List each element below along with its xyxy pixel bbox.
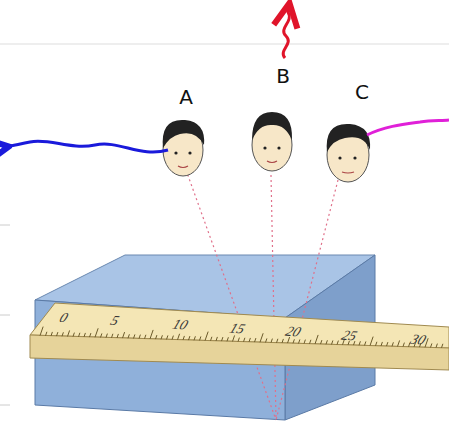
ruler-tick bbox=[84, 333, 85, 337]
ruler-tick bbox=[57, 332, 58, 336]
ruler-tick bbox=[112, 334, 113, 338]
ruler-tick bbox=[106, 334, 107, 338]
ruler-tick bbox=[189, 336, 190, 340]
ruler-tick bbox=[337, 341, 338, 345]
ruler-tick bbox=[139, 335, 140, 339]
ruler-tick bbox=[172, 336, 173, 340]
ruler-tick bbox=[194, 336, 195, 340]
ruler-tick bbox=[255, 338, 256, 342]
ruler-tick bbox=[326, 340, 327, 344]
ruler-tick bbox=[62, 332, 63, 336]
ruler-tick bbox=[46, 332, 47, 336]
ruler-tick bbox=[117, 334, 118, 338]
ruler-tick bbox=[40, 327, 43, 336]
ruler-tick bbox=[376, 342, 377, 346]
ruler-tick bbox=[387, 342, 388, 346]
ruler-tick bbox=[90, 333, 91, 337]
head-b bbox=[252, 112, 292, 171]
ruler-tick bbox=[178, 334, 180, 340]
head-c bbox=[327, 124, 370, 182]
ruler-tick bbox=[79, 333, 80, 337]
tick bbox=[0, 315, 10, 316]
ruler-tick bbox=[271, 339, 272, 343]
ruler-tick bbox=[392, 342, 393, 346]
ruler-tick bbox=[161, 335, 162, 339]
ruler-tick bbox=[310, 340, 311, 344]
ruler-tick bbox=[101, 333, 102, 337]
ruler-tick bbox=[238, 338, 239, 342]
page-rule bbox=[0, 44, 449, 45]
ruler-tick bbox=[398, 340, 400, 346]
ruler-tick bbox=[216, 337, 217, 341]
ruler-tick bbox=[200, 336, 201, 340]
ruler-tick bbox=[332, 340, 333, 344]
ruler-tick bbox=[123, 332, 125, 338]
ruler-tick bbox=[128, 334, 129, 338]
ruler-tick bbox=[156, 335, 157, 339]
ruler-tick bbox=[211, 337, 212, 341]
red-wire bbox=[283, 6, 289, 58]
ruler-tick bbox=[321, 340, 322, 344]
ruler-tick bbox=[304, 340, 305, 344]
ruler-tick bbox=[249, 338, 250, 342]
ruler-tick bbox=[227, 337, 228, 341]
ruler-tick bbox=[233, 335, 235, 341]
viewer-letter: B bbox=[276, 66, 290, 86]
ruler-tick bbox=[167, 335, 168, 339]
ruler-tick bbox=[381, 342, 382, 346]
ruler-tick bbox=[359, 341, 360, 345]
ruler-tick bbox=[205, 332, 208, 341]
head-a bbox=[163, 120, 204, 176]
tick bbox=[0, 405, 10, 406]
ruler-tick bbox=[442, 344, 443, 348]
ruler-tick bbox=[425, 338, 428, 347]
sight-lines bbox=[186, 170, 338, 420]
ruler-tick bbox=[365, 341, 366, 345]
ruler-tick bbox=[244, 338, 245, 342]
ruler-tick bbox=[95, 328, 98, 337]
ruler-tick bbox=[51, 332, 52, 336]
ruler-tick bbox=[150, 330, 153, 339]
ruler-tick bbox=[277, 339, 278, 343]
ruler-tick bbox=[73, 333, 74, 337]
ruler-tick bbox=[282, 339, 283, 343]
viewer-letter: C bbox=[355, 82, 369, 102]
ruler-tick bbox=[145, 335, 146, 339]
viewer-letter: A bbox=[179, 87, 193, 107]
ruler-tick bbox=[222, 337, 223, 341]
ruler-tick bbox=[436, 344, 437, 348]
ruler-tick bbox=[134, 334, 135, 338]
ruler-tick bbox=[293, 339, 294, 343]
ruler-tick bbox=[431, 343, 432, 347]
ruler-tick bbox=[260, 333, 263, 342]
ruler-tick bbox=[315, 335, 318, 344]
ruler-tick bbox=[68, 330, 70, 336]
ruler-tick bbox=[266, 338, 267, 342]
ruler-tick bbox=[403, 343, 404, 347]
tick bbox=[0, 225, 10, 226]
ruler-tick bbox=[370, 337, 373, 346]
ruler-front bbox=[30, 335, 449, 370]
blue-wire bbox=[6, 141, 168, 152]
ruler-tick bbox=[183, 336, 184, 340]
ruler-tick bbox=[299, 339, 300, 343]
magenta-wire bbox=[367, 120, 449, 135]
